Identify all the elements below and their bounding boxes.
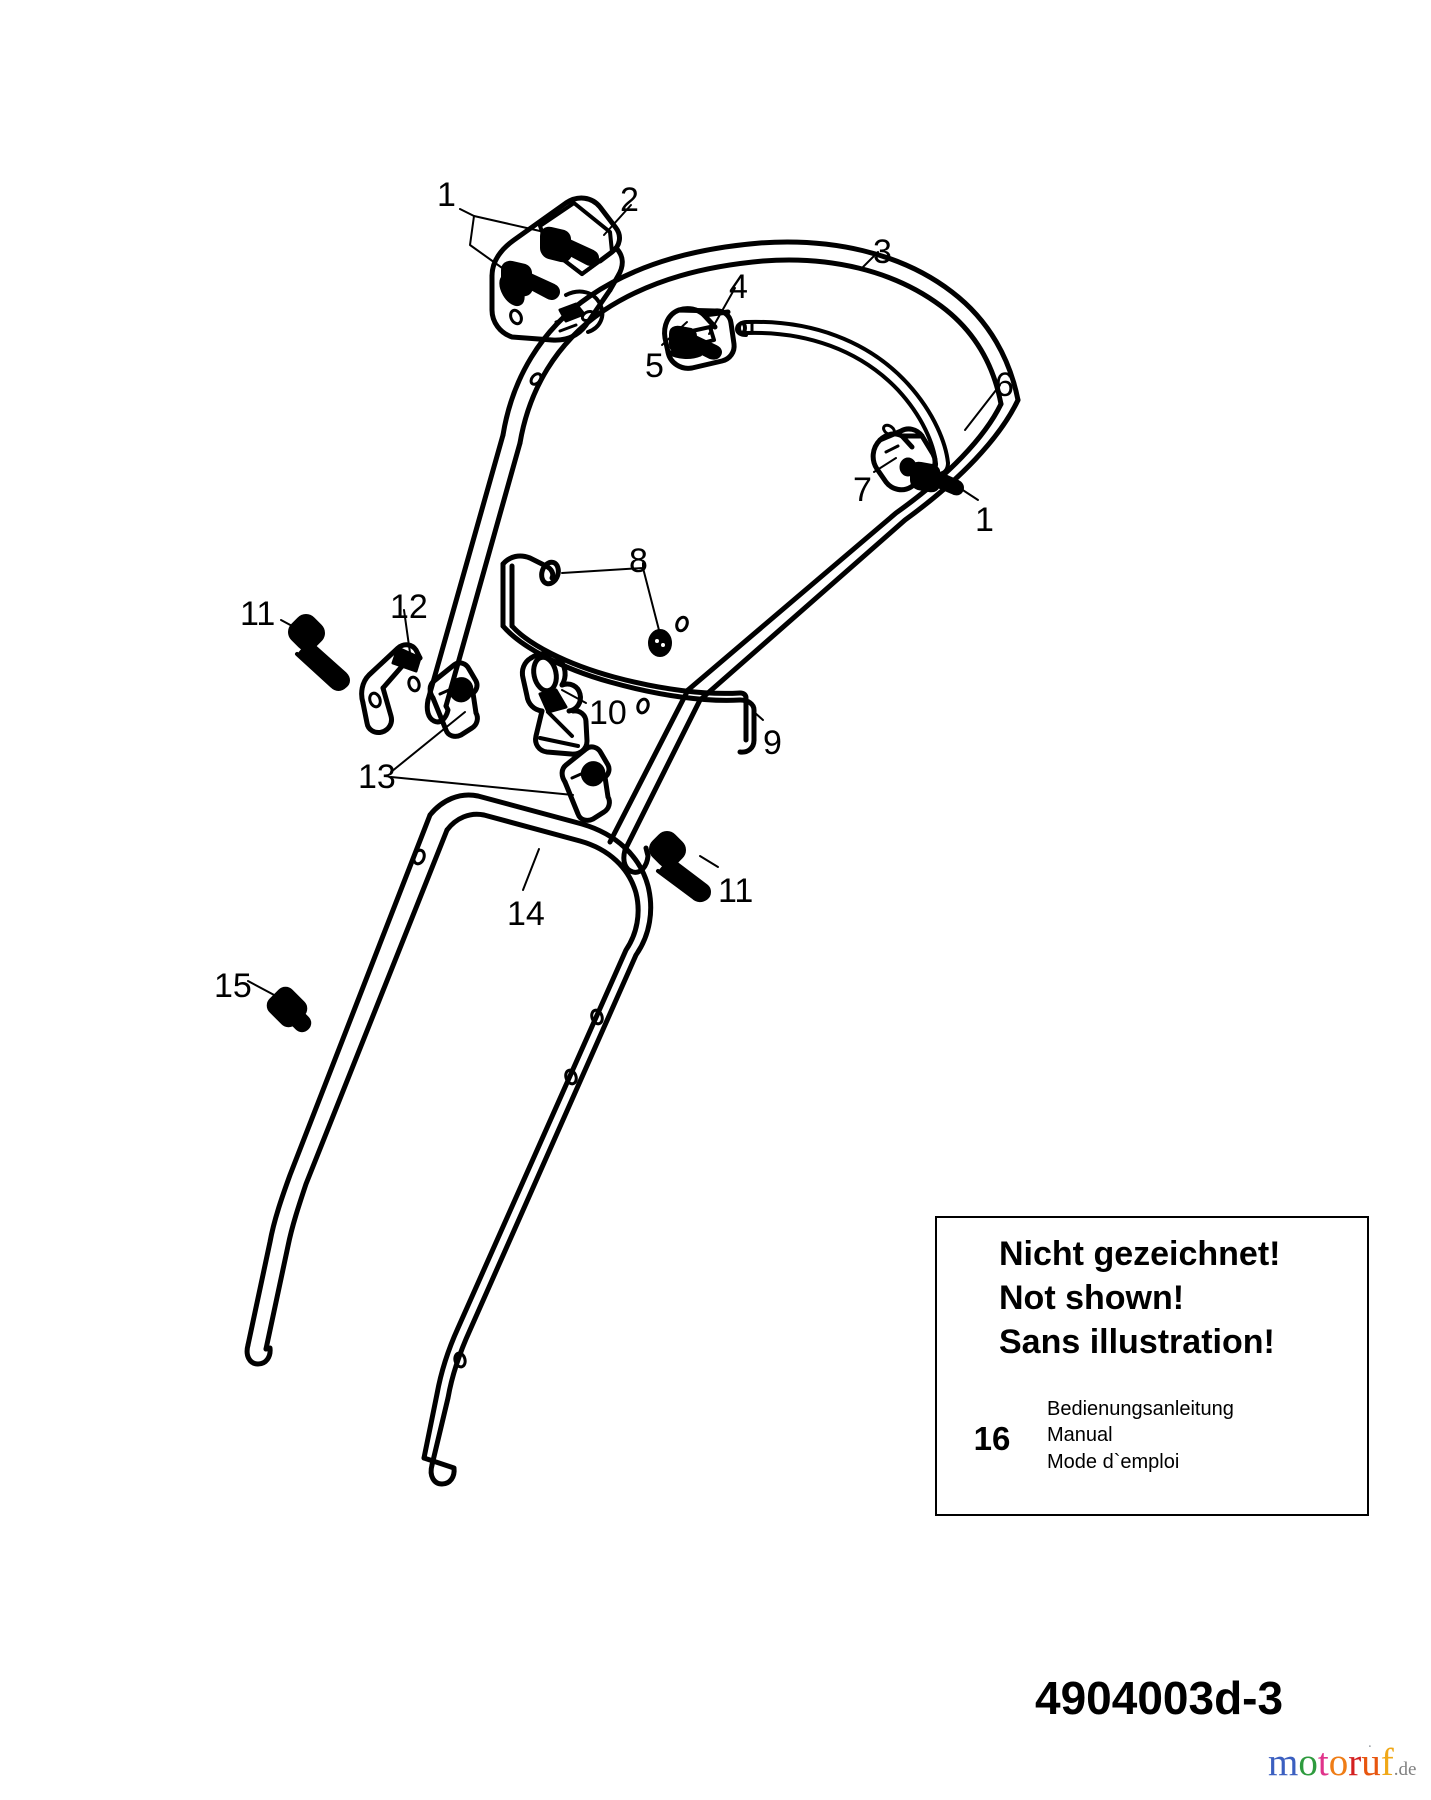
callout-14: 14 <box>507 895 545 933</box>
legend-item-number: 16 <box>973 1420 1011 1457</box>
callout-7: 7 <box>853 471 872 509</box>
callout-1-upper: 1 <box>437 176 456 214</box>
watermark-letter-m: m <box>1268 1741 1299 1784</box>
callout-10: 10 <box>589 694 627 732</box>
end-cap-part-15 <box>266 986 312 1033</box>
watermark-letter-r: r <box>1348 1741 1362 1784</box>
control-bail-part-9 <box>500 553 757 755</box>
callout-1-lower: 1 <box>975 501 994 539</box>
pin-part-11-upper <box>288 614 350 691</box>
legend-heading-de: Nicht gezeichnet! <box>999 1235 1281 1273</box>
watermark-letter-t: t <box>1317 1741 1329 1784</box>
not-shown-legend-box: Nicht gezeichnet! Not shown! Sans illust… <box>935 1216 1369 1516</box>
watermark-letter-o1: o <box>1298 1741 1318 1784</box>
watermark-suffix: .de <box>1393 1759 1417 1780</box>
bolt-part-1-upper-a <box>540 226 599 267</box>
watermark-letter-u: u <box>1361 1741 1381 1784</box>
lower-handle-bar-part-14 <box>244 792 654 1487</box>
motoruf-watermark-logo: · motoruf.de <box>1268 1739 1417 1784</box>
drawing-part-number: 4904003d-3 <box>1035 1672 1284 1724</box>
legend-item-label-fr: Mode d`emploi <box>1047 1450 1180 1473</box>
pin-part-11-lower <box>649 831 711 903</box>
callout-3: 3 <box>873 233 892 271</box>
grommet-part-8-open <box>539 559 561 587</box>
handle-bar-right-leg <box>607 687 703 875</box>
bracket-part-12 <box>359 642 423 735</box>
watermark-letter-f: f <box>1380 1741 1394 1784</box>
cable-guide-part-10 <box>519 651 590 757</box>
callout-2: 2 <box>620 181 639 219</box>
callout-5: 5 <box>645 347 664 385</box>
bolt-part-1-upper-b <box>501 260 560 301</box>
cable-clamp-part-5 <box>662 306 737 371</box>
callout-11-lower: 11 <box>718 872 754 910</box>
legend-heading-fr: Sans illustration! <box>999 1323 1275 1362</box>
callout-9: 9 <box>763 724 782 762</box>
legend-item-descriptions: Bedienungsanleitung Manual Mode d`emploi <box>1047 1396 1234 1475</box>
upper-handle-bar <box>424 239 1021 725</box>
watermark-letter-o2: o <box>1328 1741 1349 1784</box>
callout-6: 6 <box>995 366 1014 404</box>
callout-11-upper: 11 <box>240 595 276 633</box>
callout-8: 8 <box>629 542 648 580</box>
legend-item-row: 16 Bedienungsanleitung Manual Mode d`emp… <box>937 1396 1371 1475</box>
bolt-part-1-lower <box>910 461 964 496</box>
legend-headings: Nicht gezeichnet! Not shown! Sans illust… <box>999 1232 1359 1365</box>
callout-12: 12 <box>390 588 428 626</box>
legend-item-label-en: Manual <box>1047 1424 1113 1447</box>
legend-item-label-de: Bedienungsanleitung <box>1047 1398 1234 1420</box>
legend-heading-en: Not shown! <box>999 1279 1185 1318</box>
clamp-block-part-13-b <box>559 744 612 823</box>
callout-4: 4 <box>729 268 748 306</box>
watermark-dot-icon: · <box>1367 1739 1373 1755</box>
control-cable-part-6 <box>735 319 950 476</box>
clamp-block-part-13-a <box>427 660 480 739</box>
leader-lines <box>247 204 1001 997</box>
lower-bar-rivet-marks <box>412 848 604 1369</box>
callout-15: 15 <box>214 967 252 1005</box>
callout-13: 13 <box>358 758 396 796</box>
